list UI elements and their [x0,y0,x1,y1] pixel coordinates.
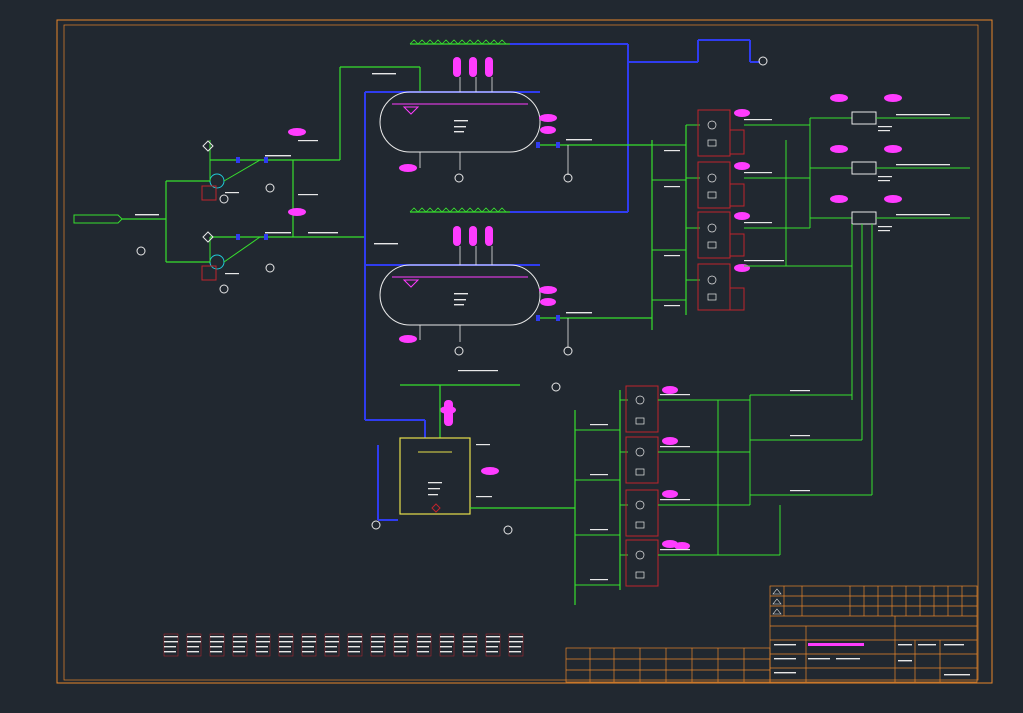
legend-item [324,633,340,657]
node-marker [136,246,146,256]
outer-border [56,19,993,684]
legend-item [255,633,271,657]
legend-item [278,633,294,657]
node-diamond [202,140,214,152]
legend-item [370,633,386,657]
lower-tank [371,370,575,535]
node-diamond [202,231,214,243]
title-block-triangles [772,588,782,615]
legend-item [301,633,317,657]
legend-item [163,633,179,657]
upper-right-manifold [651,94,970,495]
vessel-outlets [454,139,652,356]
title-block [565,585,978,683]
header-hatch [409,39,507,213]
legend-item [416,633,432,657]
node-marker [265,183,275,193]
vessel-a [379,91,541,153]
legend-row [163,633,524,657]
node-marker [219,284,229,294]
node-marker [219,194,229,204]
pump-b-icon [209,254,225,270]
main-lines [364,39,768,521]
inlet-arrow [73,214,123,224]
legend-item [186,633,202,657]
legend-item [232,633,248,657]
pump-b-tag [201,265,217,281]
lower-right-manifold [574,385,872,605]
legend-item [439,633,455,657]
legend-item [209,633,225,657]
legend-item [508,633,524,657]
inlet-section [73,66,421,294]
legend-item [393,633,409,657]
legend-item [347,633,363,657]
legend-item [462,633,478,657]
pump-a-tag [201,185,217,201]
inner-border [63,24,979,681]
legend-item [485,633,501,657]
node-marker [265,263,275,273]
instrument-bubble [288,208,306,216]
vessel-b [379,264,541,326]
instrument-bubble [288,128,306,136]
